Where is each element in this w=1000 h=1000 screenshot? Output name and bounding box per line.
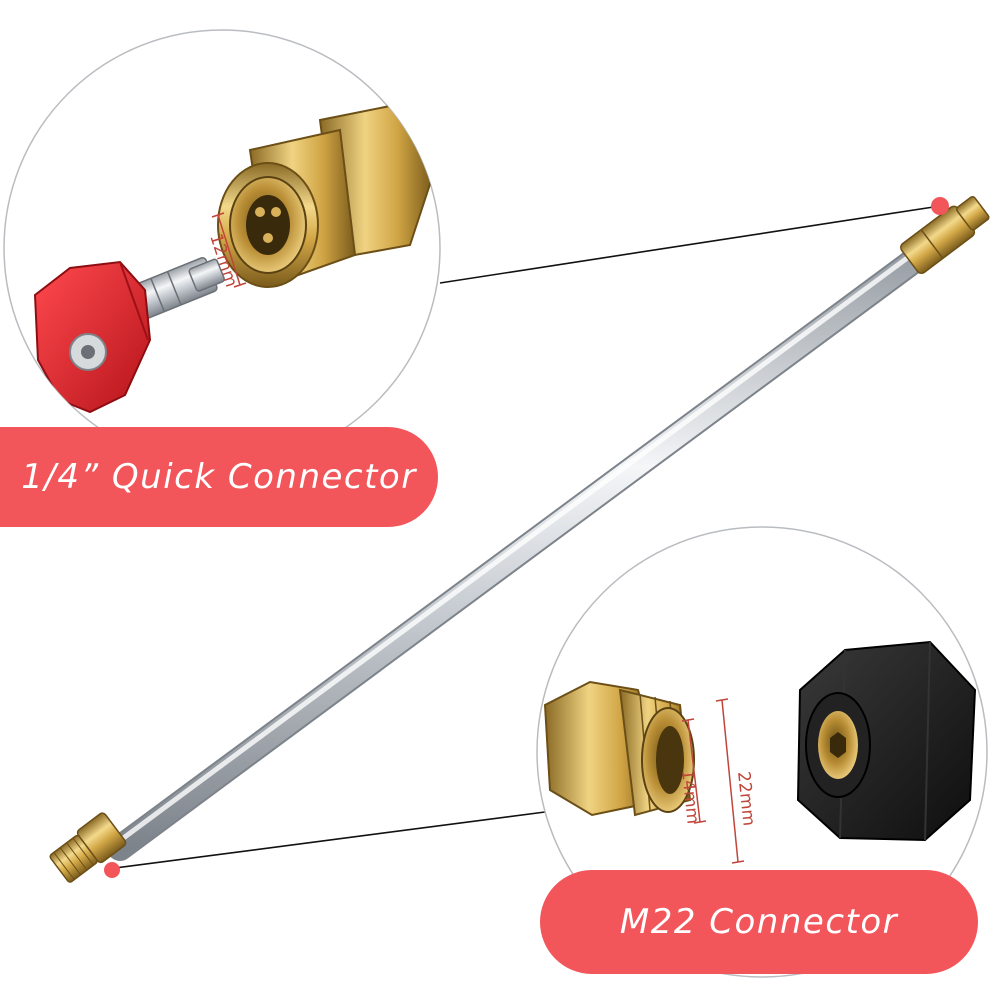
callout-line-m22 [114, 811, 546, 869]
quick-connector-detail: 12mm [3, 29, 441, 467]
brass-m22-fitting [543, 680, 695, 817]
callout-dot-m22 [104, 862, 120, 878]
wand-quick-coupler [900, 195, 990, 274]
quick-connector-label-text: 1/4” Quick Connector [21, 457, 417, 497]
black-m22-adapter [796, 640, 977, 842]
callout-line-quick [439, 205, 941, 284]
brass-quick-coupler [217, 103, 434, 288]
quick-connector-label: 1/4” Quick Connector [0, 427, 438, 527]
m22-connector-label: M22 Connector [540, 870, 978, 974]
m22-connector-label-text: M22 Connector [619, 902, 899, 942]
wand-pipe [107, 249, 925, 861]
m22-connector-detail: 14mm 22mm [536, 526, 988, 978]
red-nozzle-tip [33, 260, 152, 414]
wand-m22-fitting [49, 812, 127, 883]
callout-dot-quick [931, 197, 949, 215]
